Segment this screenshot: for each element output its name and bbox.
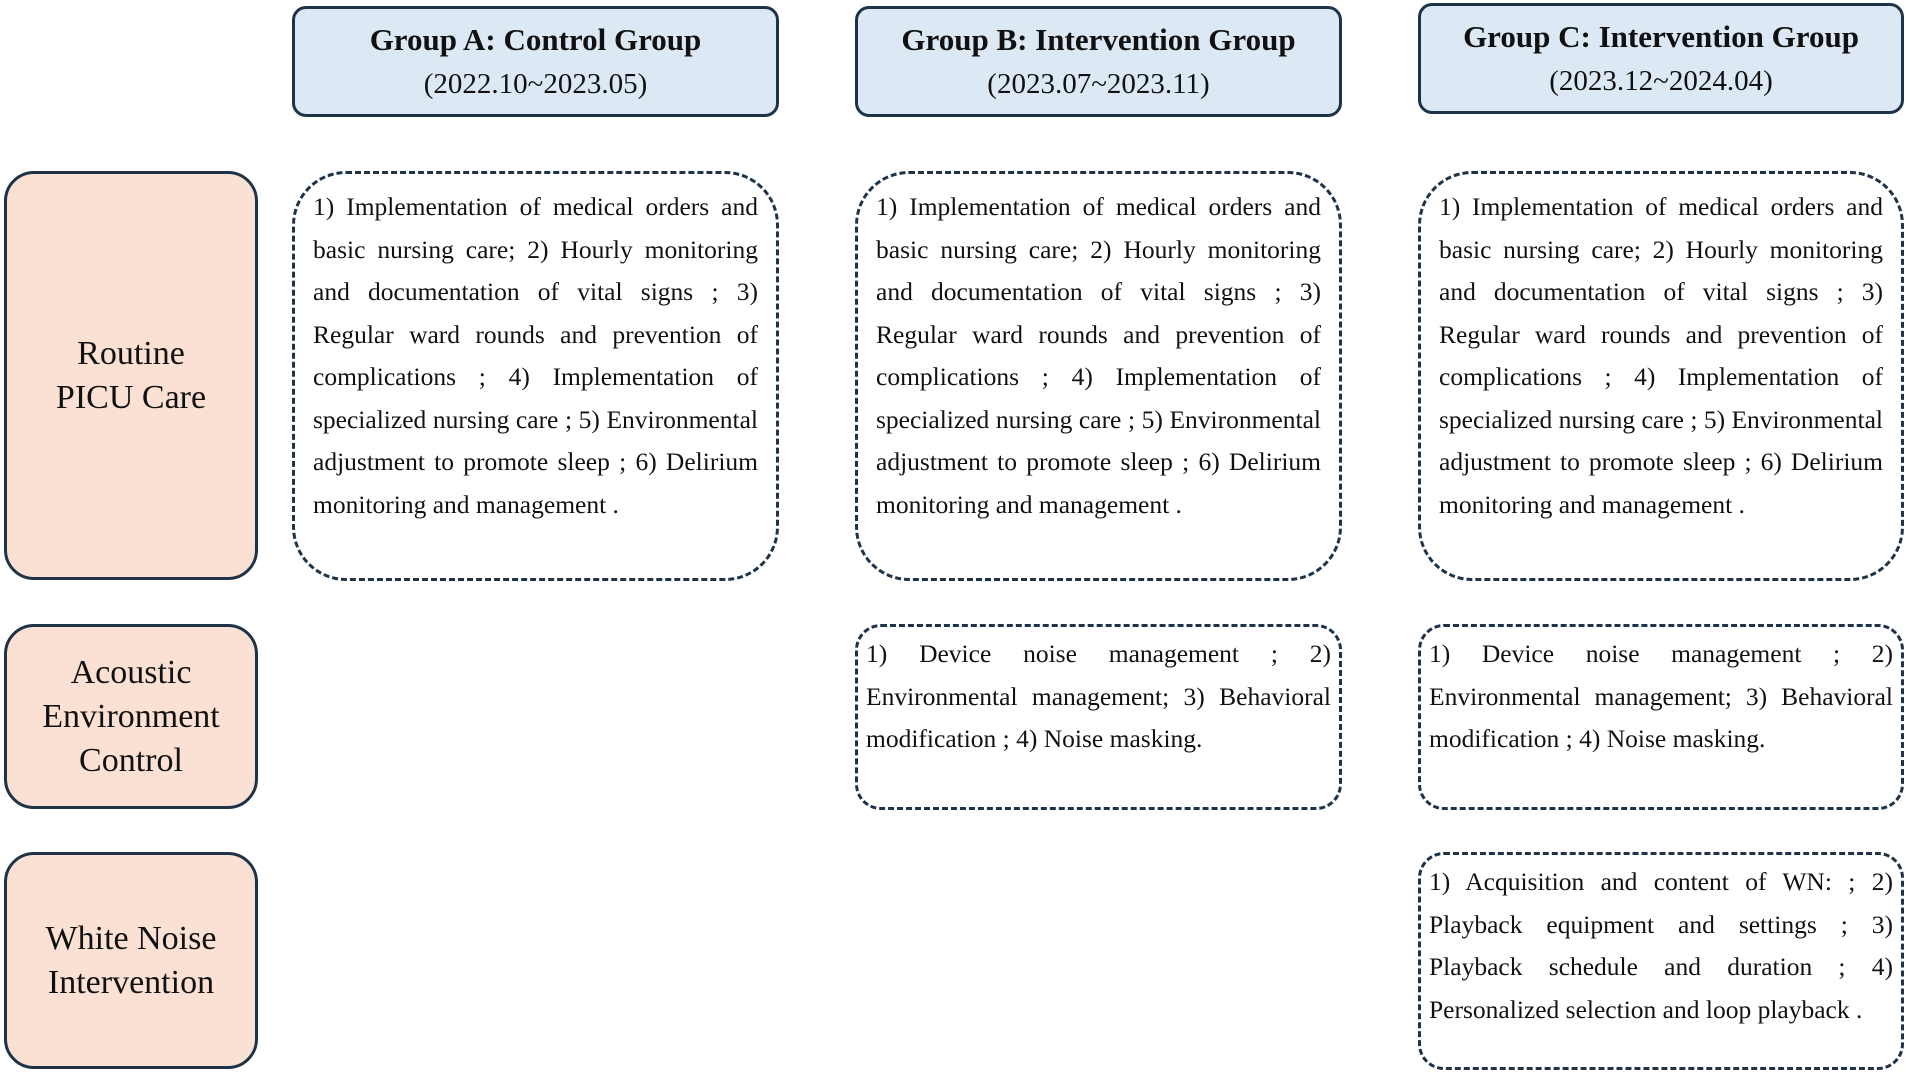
acoustic-control-group-b-text: 1) Device noise management ; 2) Environm… — [866, 639, 1331, 753]
row-label-acoustic: Acoustic Environment Control — [4, 624, 258, 809]
acoustic-control-group-b-box: 1) Device noise management ; 2) Environm… — [855, 624, 1342, 810]
routine-care-group-c-box: 1) Implementation of medical orders and … — [1418, 171, 1904, 581]
acoustic-control-group-c-text: 1) Device noise management ; 2) Environm… — [1429, 639, 1893, 753]
group-a-title: Group A: Control Group — [369, 21, 702, 57]
row-label-white-noise: White Noise Intervention — [4, 852, 258, 1069]
routine-care-group-b-box: 1) Implementation of medical orders and … — [855, 171, 1342, 581]
group-a-period: (2022.10~2023.05) — [423, 67, 648, 100]
row-label-acoustic-text: Acoustic Environment Control — [42, 653, 220, 779]
group-c-header: Group C: Intervention Group (2023.12~202… — [1418, 3, 1904, 114]
group-b-header: Group B: Intervention Group (2023.07~202… — [855, 6, 1342, 117]
group-c-period: (2023.12~2024.04) — [1549, 64, 1773, 97]
routine-care-group-a-text: 1) Implementation of medical orders and … — [313, 192, 758, 519]
routine-care-group-c-text: 1) Implementation of medical orders and … — [1439, 192, 1883, 519]
acoustic-control-group-c-box: 1) Device noise management ; 2) Environm… — [1418, 624, 1904, 810]
group-a-header: Group A: Control Group (2022.10~2023.05) — [292, 6, 779, 117]
row-label-routine: Routine PICU Care — [4, 171, 258, 580]
white-noise-group-c-box: 1) Acquisition and content of WN: ; 2) P… — [1418, 852, 1904, 1070]
group-b-period: (2023.07~2023.11) — [987, 67, 1210, 100]
row-label-white-noise-text: White Noise Intervention — [45, 919, 217, 1001]
routine-care-group-a-box: 1) Implementation of medical orders and … — [292, 171, 779, 581]
routine-care-group-b-text: 1) Implementation of medical orders and … — [876, 192, 1321, 519]
group-b-title: Group B: Intervention Group — [901, 21, 1296, 57]
row-label-routine-text: Routine PICU Care — [55, 334, 207, 416]
white-noise-group-c-text: 1) Acquisition and content of WN: ; 2) P… — [1429, 867, 1893, 1024]
group-c-title: Group C: Intervention Group — [1463, 18, 1859, 54]
